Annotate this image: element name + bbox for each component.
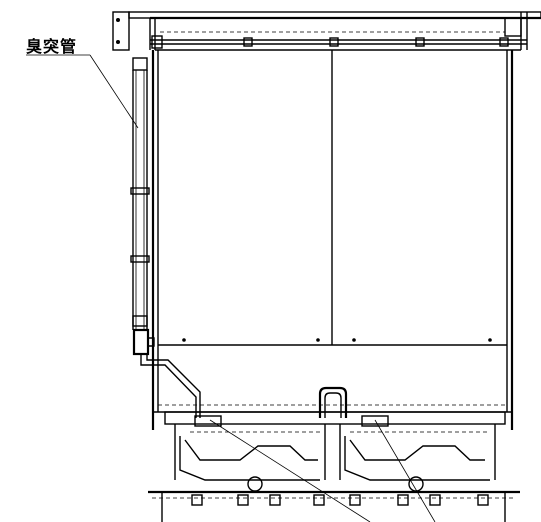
vent-pipe-label: 臭突管: [26, 37, 78, 56]
center-handle: [318, 386, 348, 418]
tank-assembly: [153, 404, 512, 492]
base-frame: [148, 490, 520, 522]
vent-pipe-leader: [26, 54, 139, 129]
vent-pipe: [130, 57, 201, 418]
cabinet-body: [151, 50, 514, 430]
bottom-leaders: [209, 419, 436, 522]
top-frame: [112, 11, 541, 51]
